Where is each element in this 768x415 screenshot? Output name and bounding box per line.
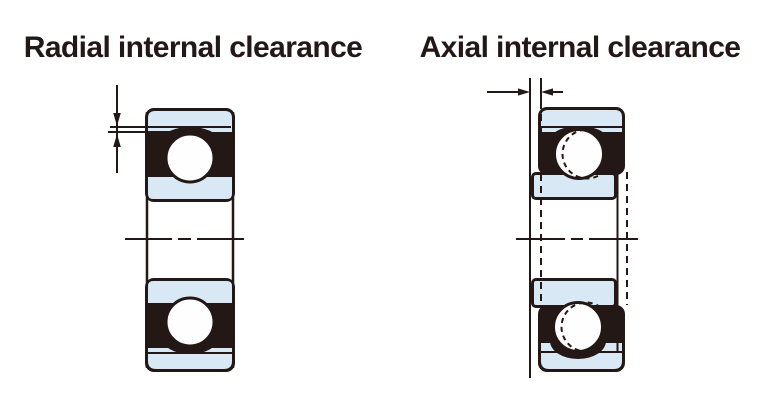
- ball-lower: [164, 296, 216, 348]
- radial-diagram-title: Radial internal clearance: [23, 31, 363, 64]
- inner-ring-upper: [148, 177, 232, 199]
- axial-diagram-title: Axial internal clearance: [419, 31, 741, 64]
- inner-ring-lower: [534, 281, 614, 305]
- inner-ring-lower: [148, 281, 232, 303]
- ball-upper: [164, 132, 216, 184]
- arrow-down-icon: [113, 113, 121, 126]
- ball-upper-displaced-outline: [561, 128, 613, 180]
- arrow-left-icon: [541, 88, 553, 96]
- axial-bearing-diagram: [487, 78, 641, 378]
- radial-bearing-diagram: [108, 85, 246, 372]
- arrow-right-icon: [518, 88, 530, 96]
- ball-lower-displaced-outline: [560, 301, 612, 353]
- arrow-up-icon: [113, 134, 121, 147]
- inner-ring-upper: [534, 175, 614, 197]
